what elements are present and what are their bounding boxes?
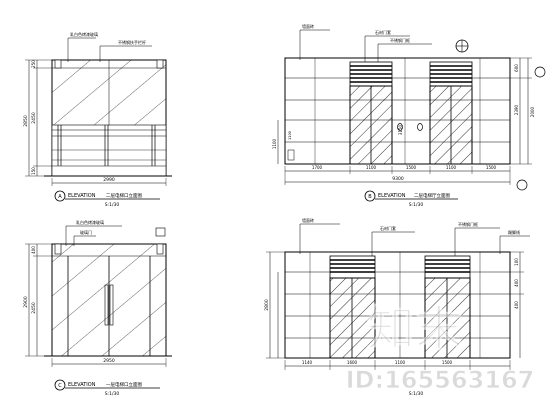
elevation-c-title: ELEVATION xyxy=(68,382,96,388)
elevation-a-subtitle: 二层电梯口立面图 xyxy=(106,192,142,199)
watermark-id: ID:165563167 xyxy=(346,366,535,394)
elevation-a-corner-r xyxy=(156,59,164,69)
elevation-b-wall xyxy=(284,57,511,165)
elevation-a-corner-l xyxy=(54,59,62,69)
elevation-a-dim-bottom-side: 150 xyxy=(31,167,36,175)
elevation-b-dim-total: 9300 xyxy=(392,176,404,182)
elevation-a-dim-total: 2850 xyxy=(23,115,29,127)
elevation-b-title: ELEVATION xyxy=(378,193,406,199)
elevation-d-dim-3: 1100 xyxy=(395,360,406,365)
elevation-d-callout-4: 踢脚线 xyxy=(508,229,520,235)
elevation-b-dim-1: 1700 xyxy=(312,165,323,170)
elevation-c-corner-r xyxy=(156,243,164,255)
elevation-d-dim-4: 1500 xyxy=(442,360,453,365)
elevation-b-call-button-1 xyxy=(397,123,403,131)
elevation-c-dim-total: 2900 xyxy=(23,296,29,308)
elevation-a-dim-mid: 2450 xyxy=(31,112,37,124)
elevation-c-scale: S:1/30 xyxy=(105,391,120,397)
elevation-d-dim-1: 1140 xyxy=(302,360,313,365)
elevation-b-dim-right-1: 600 xyxy=(514,64,519,72)
elevation-b-dim-5: 1500 xyxy=(486,165,497,170)
watermark-logo: 知末 xyxy=(367,301,463,357)
elevation-c-subtitle: 一层电梯口立面图 xyxy=(106,381,142,388)
elevation-b-dim-3: 1500 xyxy=(406,165,417,170)
elevation-c-dim-top: 400 xyxy=(31,246,36,254)
elevation-d-callout-1: 墙面砖 xyxy=(302,217,314,223)
elevation-c-marker-letter: C xyxy=(58,383,62,389)
elevation-c-dim-width: 2950 xyxy=(103,358,115,364)
elevation-b-dim-mid: 3150 xyxy=(398,124,403,135)
elevation-b-dim-right-2: 2390 xyxy=(514,104,519,115)
elevation-a-scale: S:1/30 xyxy=(105,202,120,208)
elevation-a-callout-1: 乳白色烤漆玻璃 xyxy=(70,31,98,37)
elevation-a-dim-top: 250 xyxy=(31,60,36,68)
elevation-a-callout-2: 不锈钢扶手栏杆 xyxy=(118,39,146,45)
elevation-c-glass-door xyxy=(67,256,151,356)
elevation-d-callout-2: 石材门套 xyxy=(380,225,396,231)
elevation-b-callout-3: 不锈钢门框 xyxy=(390,37,410,43)
elevation-d-door-1 xyxy=(329,255,376,359)
elevation-d-dim-right-3: 400 xyxy=(514,301,519,309)
elevation-b-marker-letter: B xyxy=(368,194,372,200)
elevation-a-title: ELEVATION xyxy=(68,193,96,199)
elevation-b-dim-2: 1100 xyxy=(366,165,377,170)
elevation-b-subtitle: 二层电梯厅立面图 xyxy=(414,192,450,199)
elevation-a-marker-letter: A xyxy=(58,194,62,200)
elevation-b-marker xyxy=(364,190,376,202)
svg-text:1100: 1100 xyxy=(288,131,292,140)
elevation-d-dim-right-2: 400 xyxy=(514,279,519,287)
elevation-c-marker xyxy=(54,379,66,391)
elevation-b-dim-left: 1100 xyxy=(272,138,277,149)
watermark: 知末 ID:165563167 xyxy=(345,301,535,395)
elevation-d: 墙面砖 石材门套 不锈钢门框 踢脚线 100 400 400 2800 1140… xyxy=(264,217,530,397)
elevation-b-scale: S:1/30 xyxy=(409,202,424,208)
elevation-b-door-1 xyxy=(349,61,393,165)
elevation-b-callout-1: 墙面砖 xyxy=(302,23,314,29)
elevation-a-dim-width: 2990 xyxy=(103,177,115,183)
elevation-a: 乳白色烤漆玻璃 不锈钢扶手栏杆 2850 250 2450 150 2990 A… xyxy=(23,31,172,208)
elevation-c-callout-1: 乳白色烤漆玻璃 xyxy=(76,219,104,225)
elevation-a-railing xyxy=(51,124,167,177)
elevation-d-dim-2: 1600 xyxy=(347,360,358,365)
elevation-b-dim-right-3: 2000 xyxy=(530,106,535,117)
elevation-b-door-2 xyxy=(429,61,473,165)
elevation-c: 乳白色烤漆玻璃 玻璃门 2900 400 2450 2950 C ELEVATI… xyxy=(23,219,172,397)
elevation-d-scale: S:1/30 xyxy=(409,391,424,397)
elevation-c-corner-l xyxy=(54,243,62,255)
elevation-b-call-button-2 xyxy=(417,123,423,131)
elevation-b-dim-4: 1100 xyxy=(446,165,457,170)
elevation-c-callout-2: 玻璃门 xyxy=(80,229,92,235)
elevation-d-dim-right-1: 100 xyxy=(514,258,519,266)
elevation-c-dim-mid: 2450 xyxy=(31,302,37,314)
elevation-d-wall xyxy=(284,251,511,359)
elevation-b-callout-2: 石材门套 xyxy=(375,29,391,35)
elevation-a-marker xyxy=(54,190,66,202)
elevation-d-door-2 xyxy=(424,255,471,359)
elevation-d-dim-left: 2800 xyxy=(264,299,270,311)
elevation-b: 1100 墙面砖 石材门套 不锈钢门框 600 2390 2000 3150 1… xyxy=(272,23,546,208)
elevation-d-callout-3: 不锈钢门框 xyxy=(458,221,478,227)
